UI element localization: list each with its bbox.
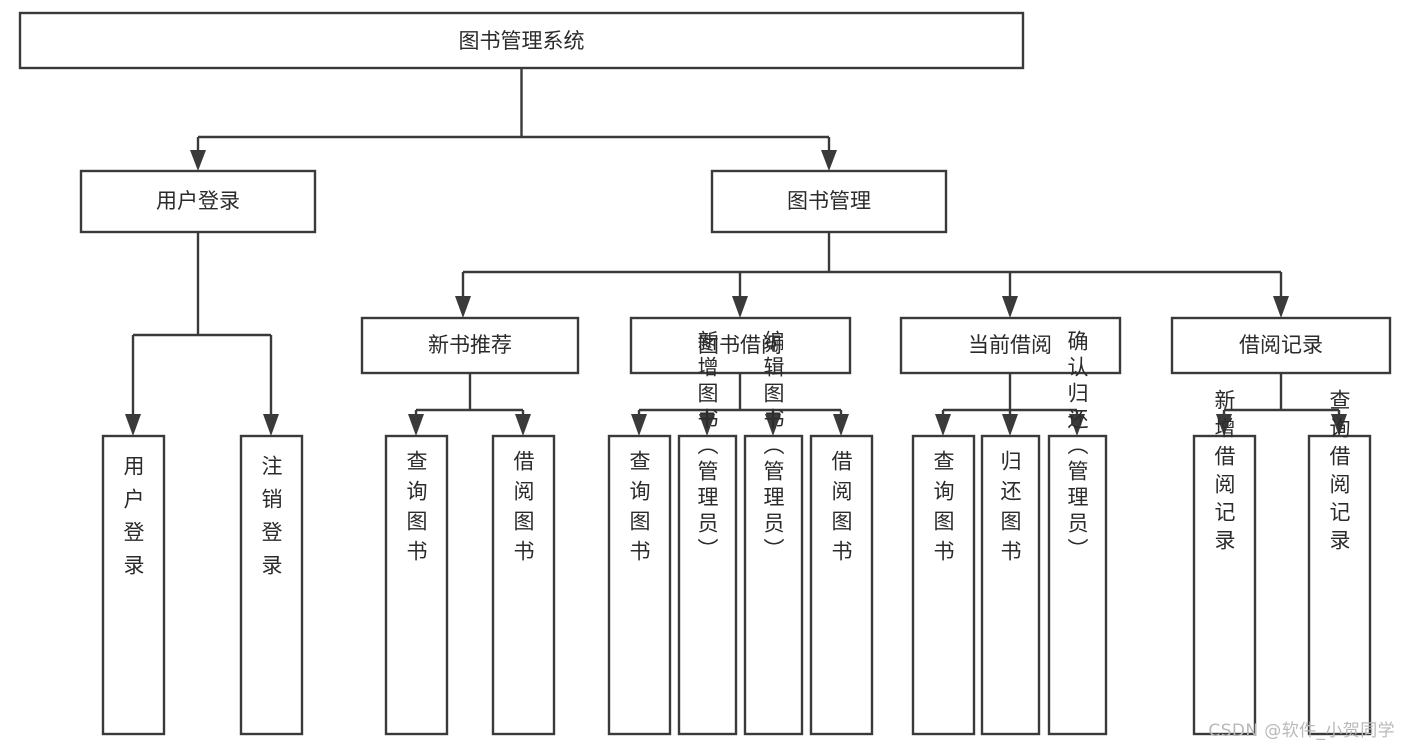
arrow-leaf-bookborrow-3 — [765, 414, 781, 436]
leaf-node[interactable]: 查询借阅记录 — [1307, 389, 1372, 736]
leaf-node[interactable]: 注销登录 — [239, 434, 304, 736]
arrow-leaf-borrowrecord-1 — [1216, 414, 1232, 436]
leaf-node[interactable]: 借阅图书 — [809, 434, 874, 736]
leaf-borrowrecord-query-box[interactable] — [1307, 434, 1372, 736]
arrow-leaf-currentborrow-2 — [1002, 414, 1018, 436]
arrow-leaf-user-login-1 — [125, 414, 141, 436]
leaf-borrowrecord-query-label: 查询借阅记录 — [1327, 389, 1351, 557]
leaf-node[interactable]: 编辑图书（管理员） — [743, 330, 804, 736]
node-borrow-record-label: 借阅记录 — [1239, 333, 1323, 357]
node-book-borrow[interactable]: 图书借阅 — [629, 316, 852, 375]
leaf-node[interactable]: 新增图书（管理员） — [677, 330, 738, 736]
arrow-leaf-user-login-2 — [263, 414, 279, 436]
leaf-logout-box[interactable] — [239, 434, 304, 736]
arrow-leaf-newbook-1 — [408, 414, 424, 436]
leaf-newbook-borrow-label: 借阅图书 — [511, 450, 535, 570]
leaf-bookborrow-edit-label: 编辑图书（管理员） — [761, 330, 785, 564]
leaf-node[interactable]: 查询图书 — [911, 434, 976, 736]
leaf-currentborrow-confirm-box[interactable] — [1047, 434, 1108, 736]
node-borrow-record-box[interactable] — [1170, 316, 1392, 375]
arrow-leaf-currentborrow-1 — [935, 414, 951, 436]
node-book-borrow-box[interactable] — [629, 316, 852, 375]
node-user-login[interactable]: 用户登录 — [79, 169, 317, 234]
leaf-bookborrow-add-box[interactable] — [677, 434, 738, 736]
node-current-borrow-box[interactable] — [899, 316, 1122, 375]
leaf-logout-label: 注销登录 — [259, 455, 283, 587]
arrow-leaf-currentborrow-3 — [1069, 414, 1085, 436]
arrow-borrowrecord — [1273, 296, 1289, 318]
arrow-leaf-borrowrecord-2 — [1331, 414, 1347, 436]
node-new-book-recommend-box[interactable] — [360, 316, 580, 375]
node-current-borrow-label: 当前借阅 — [968, 333, 1052, 357]
arrow-leaf-bookborrow-2 — [699, 414, 715, 436]
leaf-user-login-box[interactable] — [101, 434, 166, 736]
node-new-book-recommend[interactable]: 新书推荐 — [360, 316, 580, 375]
leaf-newbook-query-box[interactable] — [384, 434, 449, 736]
node-root-label: 图书管理系统 — [459, 29, 585, 53]
arrow-leaf-newbook-2 — [515, 414, 531, 436]
leaf-currentborrow-return-box[interactable] — [980, 434, 1041, 736]
leaf-bookborrow-query-box[interactable] — [607, 434, 672, 736]
leaf-node[interactable]: 查询图书 — [607, 434, 672, 736]
arrow-currentborrow — [1002, 296, 1018, 318]
leaf-node[interactable]: 确认归还（管理员） — [1047, 330, 1108, 736]
connector-layer — [125, 68, 1347, 436]
leaf-borrowrecord-add-box[interactable] — [1192, 434, 1257, 736]
node-root-box[interactable] — [18, 11, 1025, 70]
leaf-node[interactable]: 查询图书 — [384, 434, 449, 736]
node-book-manage-label: 图书管理 — [787, 189, 871, 213]
leaf-bookborrow-add-label: 新增图书（管理员） — [695, 330, 719, 564]
node-book-manage-box[interactable] — [710, 169, 948, 234]
leaf-bookborrow-borrow-label: 借阅图书 — [829, 450, 853, 570]
node-current-borrow[interactable]: 当前借阅 — [899, 316, 1122, 375]
node-book-manage[interactable]: 图书管理 — [710, 169, 948, 234]
node-book-borrow-label: 图书借阅 — [698, 333, 782, 357]
leaf-node[interactable]: 归还图书 — [980, 434, 1041, 736]
leaf-bookborrow-borrow-box[interactable] — [809, 434, 874, 736]
node-root[interactable]: 图书管理系统 — [18, 11, 1025, 70]
node-borrow-record[interactable]: 借阅记录 — [1170, 316, 1392, 375]
arrow-leaf-bookborrow-4 — [833, 414, 849, 436]
node-new-book-recommend-label: 新书推荐 — [428, 333, 512, 357]
leaf-currentborrow-query-box[interactable] — [911, 434, 976, 736]
leaf-node[interactable]: 新增借阅记录 — [1192, 389, 1257, 736]
leaf-bookborrow-query-label: 查询图书 — [627, 450, 651, 570]
leaf-currentborrow-confirm-label: 确认归还（管理员） — [1065, 330, 1089, 564]
leaf-borrowrecord-add-label: 新增借阅记录 — [1212, 389, 1236, 557]
leaf-currentborrow-return-label: 归还图书 — [998, 450, 1022, 570]
arrow-bookborrow — [732, 296, 748, 318]
arrow-book-manage — [821, 150, 837, 171]
arrow-user-login — [190, 150, 206, 171]
node-user-login-box[interactable] — [79, 169, 317, 234]
leaf-currentborrow-query-label: 查询图书 — [931, 450, 955, 570]
arrow-leaf-bookborrow-1 — [631, 414, 647, 436]
leaf-bookborrow-edit-box[interactable] — [743, 434, 804, 736]
leaf-node[interactable]: 借阅图书 — [491, 434, 556, 736]
leaf-node[interactable]: 用户登录 — [101, 434, 166, 736]
leaf-newbook-query-label: 查询图书 — [404, 450, 428, 570]
leaf-user-login-label: 用户登录 — [121, 455, 145, 587]
node-user-login-label: 用户登录 — [156, 189, 240, 213]
arrow-newbook — [455, 296, 471, 318]
leaf-newbook-borrow-box[interactable] — [491, 434, 556, 736]
